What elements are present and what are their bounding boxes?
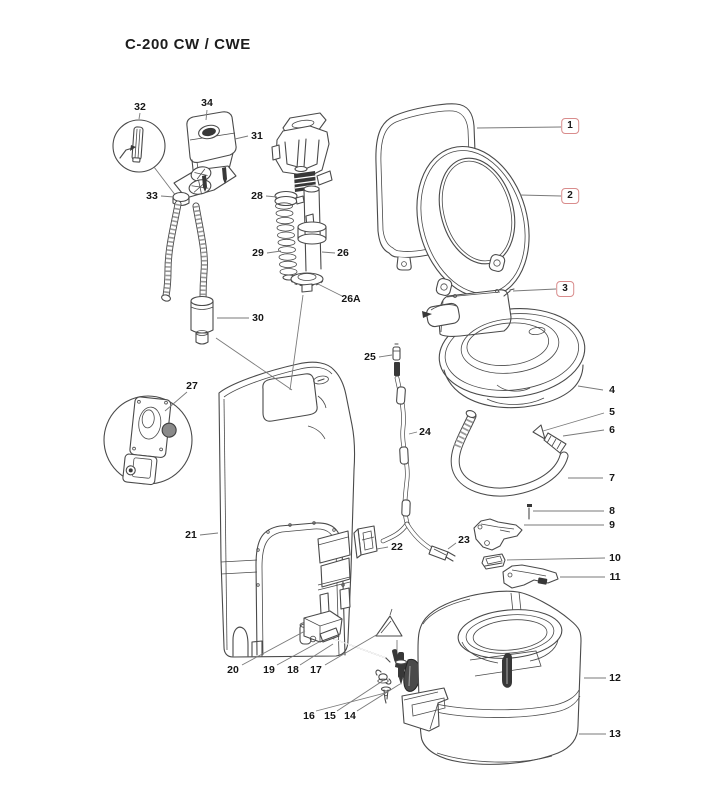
- part-callout-30: 30: [252, 311, 264, 324]
- part-callout-12: 12: [609, 671, 621, 684]
- part-callout-21: 21: [185, 528, 197, 541]
- screw-8: [527, 504, 532, 520]
- part-callout-17: 17: [310, 663, 322, 676]
- braided-hoses: [161, 200, 208, 302]
- part-callout-1: 1: [561, 118, 579, 134]
- bracket-11: [502, 564, 559, 589]
- wingnut-15: [375, 669, 392, 685]
- install-lines: [215, 294, 304, 391]
- waste-tank: [417, 590, 582, 765]
- magnifier-32-detail: [112, 119, 177, 197]
- part-callout-32: 32: [134, 100, 146, 113]
- lock-mechanism: [299, 610, 391, 663]
- part-callout-14: 14: [344, 709, 356, 722]
- flush-hose: [450, 409, 569, 497]
- bellows-valve-assembly: [271, 112, 333, 207]
- part-callout-2: 2: [561, 188, 579, 204]
- part-callout-6: 6: [609, 423, 615, 436]
- part-callout-10: 10: [609, 551, 621, 564]
- part-callout-9: 9: [609, 518, 615, 531]
- spring-29: [275, 202, 298, 281]
- part-callout-24: 24: [419, 425, 431, 438]
- part-callout-4: 4: [609, 383, 615, 396]
- part-callout-15: 15: [324, 709, 336, 722]
- part-callout-23: 23: [458, 533, 470, 546]
- part-callout-5: 5: [609, 405, 615, 418]
- connector-22: [353, 525, 378, 559]
- spacer-10: [481, 553, 506, 570]
- part-callout-33: 33: [146, 189, 158, 202]
- leader-lines: [138, 109, 606, 735]
- pump-assembly-33: [172, 165, 237, 207]
- part-callout-16: 16: [303, 709, 315, 722]
- control-cable: [380, 343, 436, 553]
- part-callout-26A: 26A: [341, 292, 361, 305]
- part-callout-7: 7: [609, 471, 615, 484]
- part-callout-18: 18: [287, 663, 299, 676]
- part-callout-13: 13: [609, 727, 621, 740]
- part-callout-31: 31: [251, 129, 263, 142]
- part-callout-26: 26: [337, 246, 349, 259]
- bracket-9: [473, 518, 523, 551]
- tank-pin: [394, 652, 408, 685]
- part-callout-27: 27: [186, 379, 198, 392]
- part-callout-25: 25: [364, 350, 376, 363]
- filter-30: [190, 295, 214, 345]
- part-callout-34: 34: [201, 96, 213, 109]
- bowl-unit: [422, 288, 586, 409]
- part-callout-20: 20: [227, 663, 239, 676]
- part-callout-3: 3: [556, 281, 574, 297]
- part-callout-11: 11: [609, 570, 621, 583]
- page-title: C-200 CW / CWE: [125, 36, 251, 53]
- part-callout-29: 29: [252, 246, 264, 259]
- connector-23: [428, 545, 456, 562]
- part-callout-19: 19: [263, 663, 275, 676]
- toilet-body-21: [218, 361, 356, 658]
- magnifier-27-detail: [103, 395, 193, 486]
- tank-rail: [401, 687, 449, 732]
- indicator-cone-17: [375, 608, 403, 656]
- lever-14: [392, 649, 421, 692]
- part-callout-22: 22: [391, 540, 403, 553]
- tube-26: [290, 185, 327, 293]
- part-callout-8: 8: [609, 504, 615, 517]
- part-callout-28: 28: [251, 189, 263, 202]
